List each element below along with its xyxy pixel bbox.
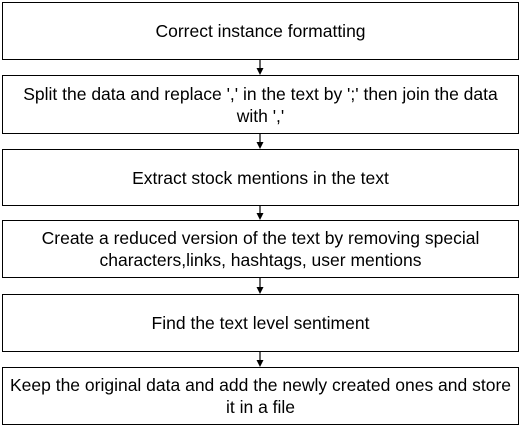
arrow-3-to-4 [256, 206, 264, 220]
step-label: Find the text level sentiment [151, 313, 370, 333]
step-box-reduce-text: Create a reduced version of the text by … [2, 220, 519, 278]
step-box-correct-formatting: Correct instance formatting [2, 2, 519, 60]
step-box-store-data: Keep the original data and add the newly… [2, 367, 519, 425]
step-box-split-replace-join: Split the data and replace ',' in the te… [2, 75, 519, 134]
arrow-5-to-6 [256, 352, 264, 367]
arrow-1-to-2 [256, 60, 264, 75]
step-label: Extract stock mentions in the text [132, 167, 389, 188]
step-box-text-sentiment: Find the text level sentiment [2, 294, 519, 352]
step-label: Create a reduced version of the text by … [41, 228, 480, 270]
step-label: Correct instance formatting [155, 21, 366, 41]
arrow-2-to-3 [256, 134, 264, 149]
step-box-extract-stock-mentions: Extract stock mentions in the text [2, 149, 519, 206]
step-label: Split the data and replace ',' in the te… [23, 83, 498, 126]
step-label: Keep the original data and add the newly… [9, 375, 512, 417]
arrow-4-to-5 [256, 278, 264, 294]
